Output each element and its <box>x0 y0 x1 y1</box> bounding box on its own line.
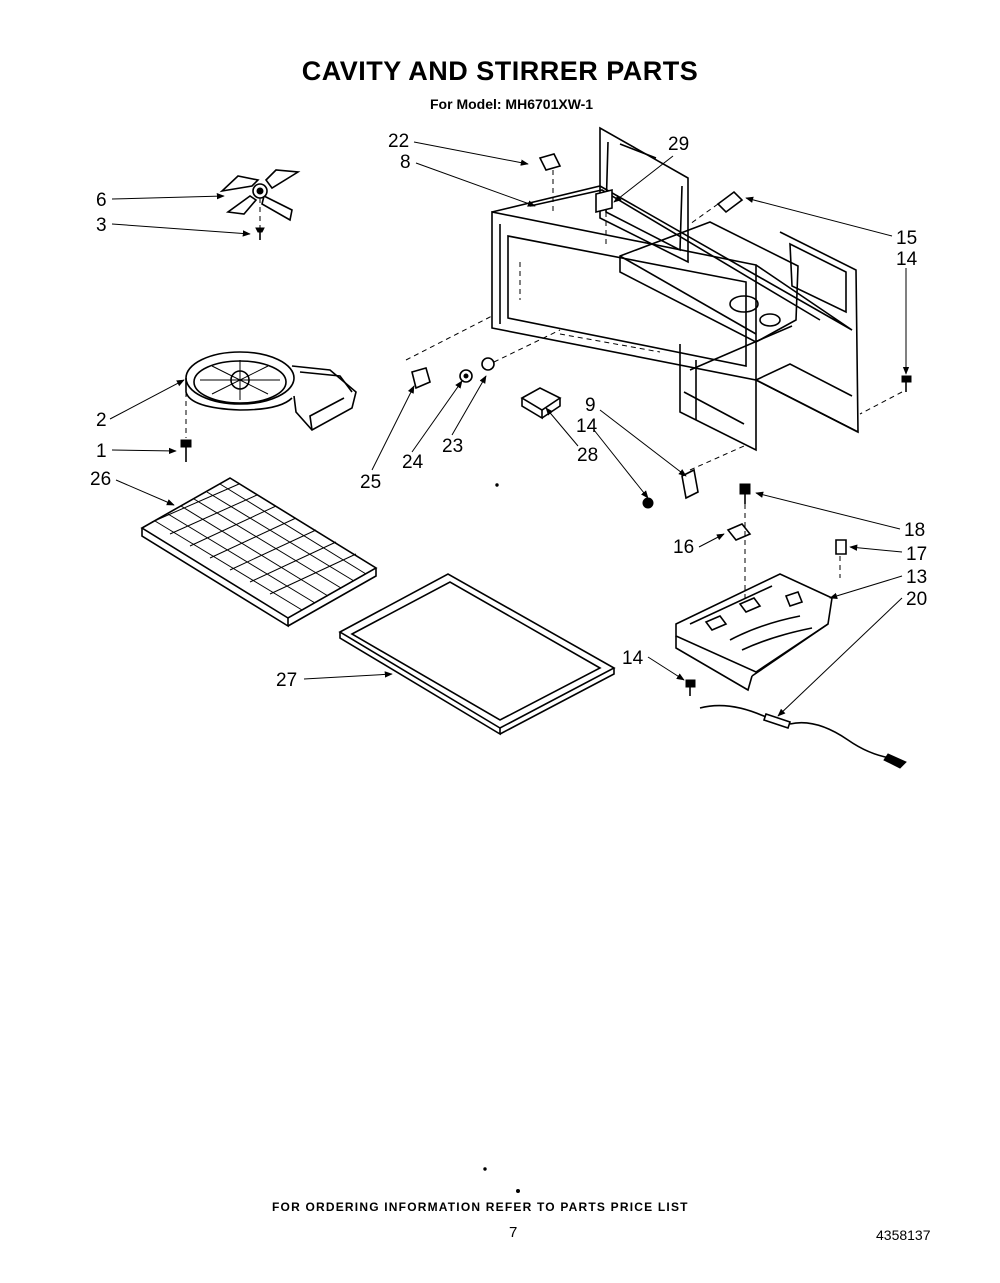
stray-dot <box>516 1189 520 1193</box>
callout-24: 24 <box>402 452 424 473</box>
callout-28: 28 <box>577 445 598 466</box>
callout-20: 20 <box>906 589 927 610</box>
model-subtitle: For Model: MH6701XW-1 <box>430 96 594 112</box>
washer-part <box>481 329 561 371</box>
callout-16: 16 <box>673 537 694 558</box>
wire-rack <box>140 477 378 628</box>
callout-14-middle: 14 <box>576 416 598 437</box>
callout-22: 22 <box>388 131 409 152</box>
middle-screw <box>642 497 654 509</box>
lower-screw <box>685 679 696 696</box>
cavity-frame <box>491 126 859 452</box>
callout-8: 8 <box>400 152 411 173</box>
nut-part <box>459 369 473 383</box>
probe-wire <box>699 704 907 769</box>
callout-3: 3 <box>96 215 107 236</box>
bracket-part <box>681 445 745 500</box>
callout-14-lower: 14 <box>622 648 644 669</box>
switch-block <box>595 188 613 246</box>
housing-screw <box>180 439 192 462</box>
leader-lines <box>109 141 910 717</box>
callout-29: 29 <box>668 134 689 155</box>
right-screw <box>859 375 912 415</box>
document-number: 4358137 <box>876 1227 931 1243</box>
page-number: 7 <box>509 1224 518 1241</box>
callout-13: 13 <box>906 567 927 588</box>
hinge-part <box>405 315 493 390</box>
callout-17: 17 <box>906 544 927 565</box>
stirrer-blade <box>219 169 301 228</box>
stud-part <box>739 483 751 600</box>
stirrer-housing <box>185 351 357 438</box>
small-connector <box>835 539 847 578</box>
stray-dot <box>495 483 499 487</box>
callout-23: 23 <box>442 436 463 457</box>
callout-9: 9 <box>585 395 596 416</box>
callout-2: 2 <box>96 410 107 431</box>
callout-26: 26 <box>90 469 111 490</box>
page-title: CAVITY AND STIRRER PARTS <box>301 56 699 86</box>
foam-block <box>520 387 562 420</box>
callout-27: 27 <box>276 670 297 691</box>
thermal-cutout <box>726 523 752 541</box>
callout-1: 1 <box>96 441 107 462</box>
top-latch-part <box>538 153 562 212</box>
stirrer-screw <box>255 227 265 240</box>
base-tray <box>675 573 833 692</box>
callout-6: 6 <box>96 190 107 211</box>
callout-14-right: 14 <box>896 249 918 270</box>
glass-tray <box>338 573 616 736</box>
ordering-note: FOR ORDERING INFORMATION REFER TO PARTS … <box>272 1200 689 1214</box>
right-clip <box>689 190 744 225</box>
stray-dot <box>483 1167 487 1171</box>
callout-15: 15 <box>896 228 917 249</box>
callout-25: 25 <box>360 472 381 493</box>
callout-18: 18 <box>904 520 925 541</box>
